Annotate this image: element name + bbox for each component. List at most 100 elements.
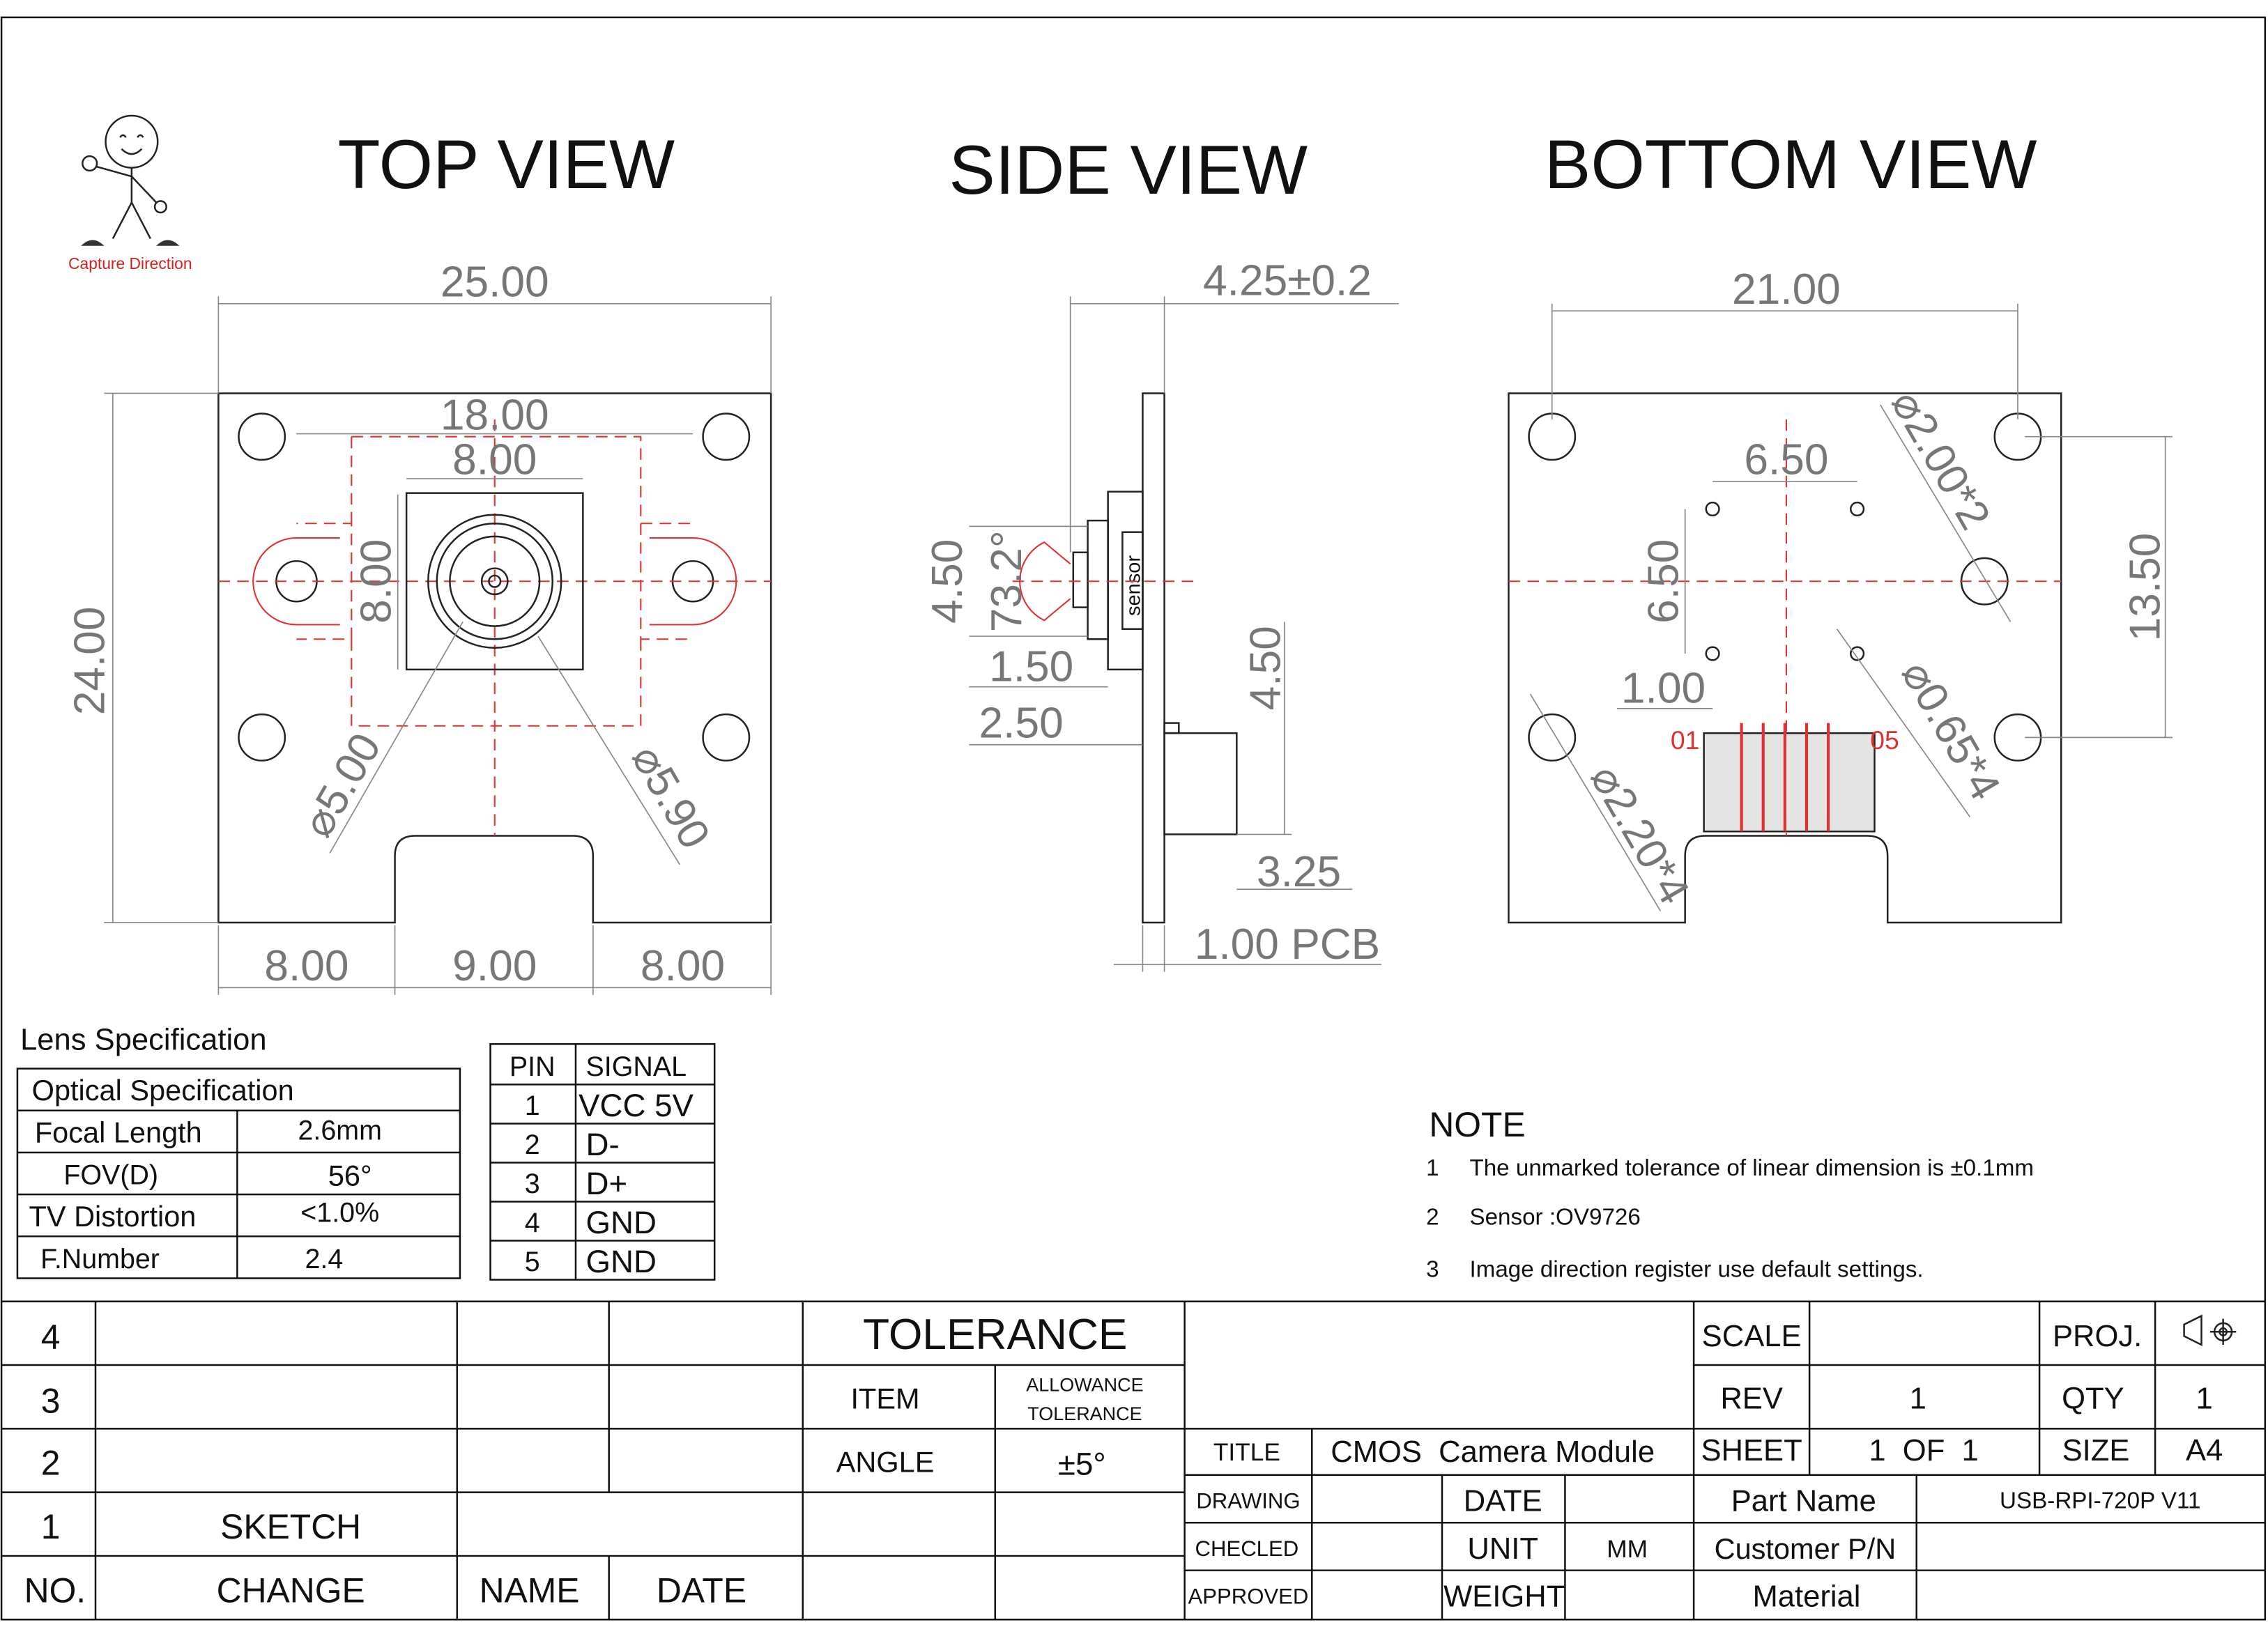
lens-spec-title: Lens Specification (20, 1024, 267, 1057)
title-label: TITLE (1213, 1439, 1280, 1466)
pin-number: 2 (525, 1130, 540, 1160)
bottom-view: 21.00 6.50 6.50 13.50 1.00 ⌀2.00*2 ⌀0.65… (1508, 265, 2173, 924)
size-value: A4 (2186, 1434, 2223, 1467)
item-label: ITEM (850, 1382, 919, 1415)
dim-small-hole-6-5-h: 6.50 (1744, 436, 1828, 484)
qty-label: QTY (2062, 1382, 2124, 1415)
lens-spec-table: Lens Specification Optical Specification… (16, 1024, 461, 1279)
approved-label: APPROVED (1188, 1584, 1308, 1608)
projection-symbol-icon (2183, 1314, 2237, 1346)
signal-header: SIGNAL (585, 1051, 687, 1082)
pin-table: PIN SIGNAL 1 VCC 5V 2 D- 3 D+ 4 GND 5 GN… (489, 1043, 716, 1281)
note-number: 2 (1426, 1205, 1439, 1231)
no-header: NO. (24, 1571, 86, 1610)
rev-label: REV (1720, 1382, 1783, 1415)
note-number: 1 (1426, 1155, 1439, 1181)
note-text: Sensor :OV9726 (1469, 1205, 1640, 1231)
title-block: SCALE PROJ. REV 1 QTY 1 TITLE CMOS Camer… (1184, 1301, 2265, 1620)
note-number: 3 (1426, 1256, 1439, 1282)
spec-label: TV Distortion (29, 1200, 197, 1233)
pin-signal: D- (585, 1127, 619, 1162)
angle-label: ANGLE (836, 1446, 935, 1479)
top-view-title: TOP VIEW (338, 126, 675, 203)
dim-hole-spacing-21: 21.00 (1732, 265, 1841, 314)
spec-value: 2.6mm (298, 1115, 381, 1146)
proj-label: PROJ. (2053, 1320, 2142, 1353)
name-header: NAME (480, 1571, 580, 1610)
dim-bottom-notch-9: 9.00 (452, 942, 537, 990)
dim-small-hole-6-5-v: 6.50 (1639, 539, 1687, 624)
angle-value: ±5° (1058, 1447, 1106, 1482)
spec-label: F.Number (40, 1244, 160, 1274)
part-name-value: USB-RPI-720P V11 (2000, 1488, 2200, 1513)
dim-lens-8: 8.00 (452, 436, 537, 484)
drawing-label: DRAWING (1196, 1488, 1300, 1513)
pin-signal: GND (585, 1205, 656, 1240)
dim-lens-height-8: 8.00 (352, 539, 400, 624)
pin-number: 5 (525, 1247, 540, 1277)
dim-3-25: 3.25 (1257, 848, 1341, 896)
checked-label: CHECLED (1195, 1536, 1299, 1561)
dim-pcb-thickness: 1.00 PCB (1195, 920, 1380, 969)
sketch-label: SKETCH (220, 1507, 361, 1546)
dim-1-5: 1.50 (989, 642, 1073, 691)
capture-direction-logo: Capture Direction (68, 114, 192, 272)
dim-hole-spacing-18: 18.00 (440, 391, 549, 439)
unit-value: MM (1607, 1536, 1648, 1563)
rev-row-number: 4 (41, 1318, 61, 1357)
spec-label: Focal Length (35, 1116, 202, 1148)
pin-header: PIN (509, 1051, 555, 1082)
dim-thickness-4-25: 4.25±0.2 (1203, 256, 1372, 305)
dim-connector-4-5: 4.50 (1242, 626, 1290, 710)
dim-hole-spacing-13-5: 13.50 (2121, 533, 2169, 642)
side-view-title: SIDE VIEW (949, 132, 1308, 209)
bottom-view-title: BOTTOM VIEW (1545, 126, 2037, 203)
pin-number: 4 (525, 1208, 540, 1238)
dim-diameter-2-20x4: ⌀2.20*4 (1581, 757, 1698, 912)
pin-signal: D+ (585, 1166, 627, 1201)
date-label: DATE (1464, 1485, 1542, 1518)
tolerance-title: TOLERANCE (863, 1311, 1127, 1359)
dim-width-25: 25.00 (440, 258, 549, 306)
customer-pn-label: Customer P/N (1715, 1532, 1897, 1565)
change-header: CHANGE (217, 1571, 365, 1610)
pin-label-01: 01 (1671, 725, 1700, 755)
dim-bottom-left-8: 8.00 (264, 942, 348, 990)
material-label: Material (1753, 1580, 1861, 1614)
dim-diameter-5: ⌀5.00 (293, 725, 390, 845)
sheet-label: SHEET (1701, 1434, 1802, 1467)
tolerance-label: TOLERANCE (1027, 1403, 1142, 1424)
pin-signal: GND (585, 1244, 656, 1279)
allowance-label: ALLOWANCE (1026, 1374, 1143, 1395)
date-header: DATE (657, 1571, 746, 1610)
notes: NOTE 1 The unmarked tolerance of linear … (1426, 1105, 2034, 1282)
note-text: The unmarked tolerance of linear dimensi… (1469, 1155, 2034, 1181)
rev-row-number: 3 (41, 1381, 61, 1420)
dim-diameter-0-65x4: ⌀0.65*4 (1892, 653, 2009, 808)
drawing-border (0, 16, 2267, 1621)
dim-diameter-2-00x2: ⌀2.00*2 (1882, 383, 1999, 538)
pin-signal: VCC 5V (579, 1088, 694, 1123)
logo-caption: Capture Direction (68, 254, 192, 272)
spec-value: 2.4 (305, 1244, 343, 1274)
dim-lens-height-4-5: 4.50 (924, 539, 972, 624)
dim-diameter-5-9: ⌀5.90 (622, 737, 719, 857)
title-value: CMOS Camera Module (1331, 1435, 1655, 1469)
rev-row-number: 1 (41, 1507, 61, 1546)
dim-height-24: 24.00 (66, 606, 114, 715)
pin-number: 1 (525, 1090, 540, 1121)
spec-value: <1.0% (300, 1198, 379, 1228)
top-view: 25.00 18.00 8.00 24.00 8.00 ⌀5.00 ⌀5.90 … (66, 258, 772, 995)
spec-value: 56° (328, 1159, 372, 1192)
rev-row-number: 2 (41, 1444, 61, 1483)
unit-label: UNIT (1467, 1532, 1538, 1566)
qty-value: 1 (2196, 1382, 2213, 1415)
side-view: sensor 4.25±0.2 4.50 73.2° 1.50 2.50 4.5… (924, 256, 1399, 972)
dim-fov-angle: 73.2° (983, 530, 1031, 632)
pin-label-05: 05 (1870, 725, 1899, 755)
size-label: SIZE (2062, 1434, 2130, 1467)
part-name-label: Part Name (1731, 1485, 1876, 1518)
sheet-value: 1 OF 1 (1869, 1434, 1978, 1467)
dim-1-00: 1.00 (1621, 665, 1706, 713)
